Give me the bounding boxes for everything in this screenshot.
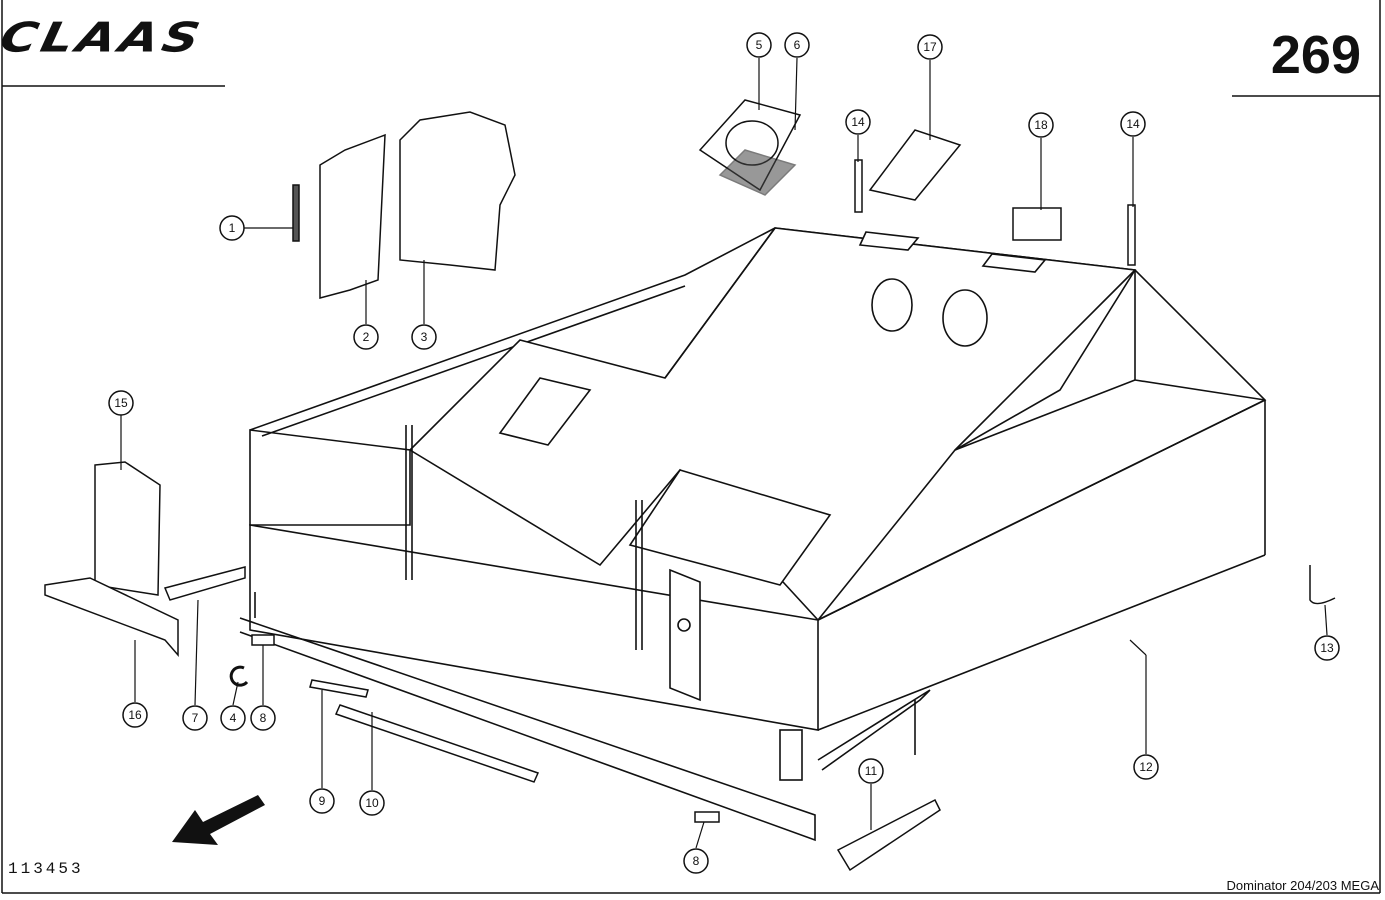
callout-2: 2 <box>363 330 370 344</box>
callout-6: 6 <box>794 38 801 52</box>
callout-17: 17 <box>923 40 937 54</box>
callout-13: 13 <box>1320 641 1334 655</box>
callout-14-left: 14 <box>851 115 865 129</box>
callout-8-upper: 8 <box>260 711 267 725</box>
direction-arrow-icon <box>172 795 265 845</box>
leader-lines <box>120 57 1328 849</box>
callout-circles <box>108 32 1340 874</box>
callout-4: 4 <box>230 711 237 725</box>
callout-9: 9 <box>319 794 326 808</box>
page-number: 269 <box>1270 25 1361 85</box>
callout-5: 5 <box>756 38 763 52</box>
callout-14-right: 14 <box>1126 117 1140 131</box>
detached-parts <box>44 99 1336 872</box>
model-name: Dominator 204/203 MEGA <box>1226 878 1379 893</box>
callout-11: 11 <box>865 764 878 778</box>
callout-7: 7 <box>192 711 199 725</box>
callout-15: 15 <box>114 396 128 410</box>
callout-18: 18 <box>1034 118 1048 132</box>
hood-body <box>239 227 1267 842</box>
callout-10: 10 <box>365 796 379 810</box>
callout-3: 3 <box>421 330 428 344</box>
drawing-number: 113453 <box>8 860 84 878</box>
callout-1: 1 <box>229 221 236 235</box>
callout-16: 16 <box>128 708 142 722</box>
callout-12: 12 <box>1139 760 1153 774</box>
callout-8-lower: 8 <box>693 854 700 868</box>
